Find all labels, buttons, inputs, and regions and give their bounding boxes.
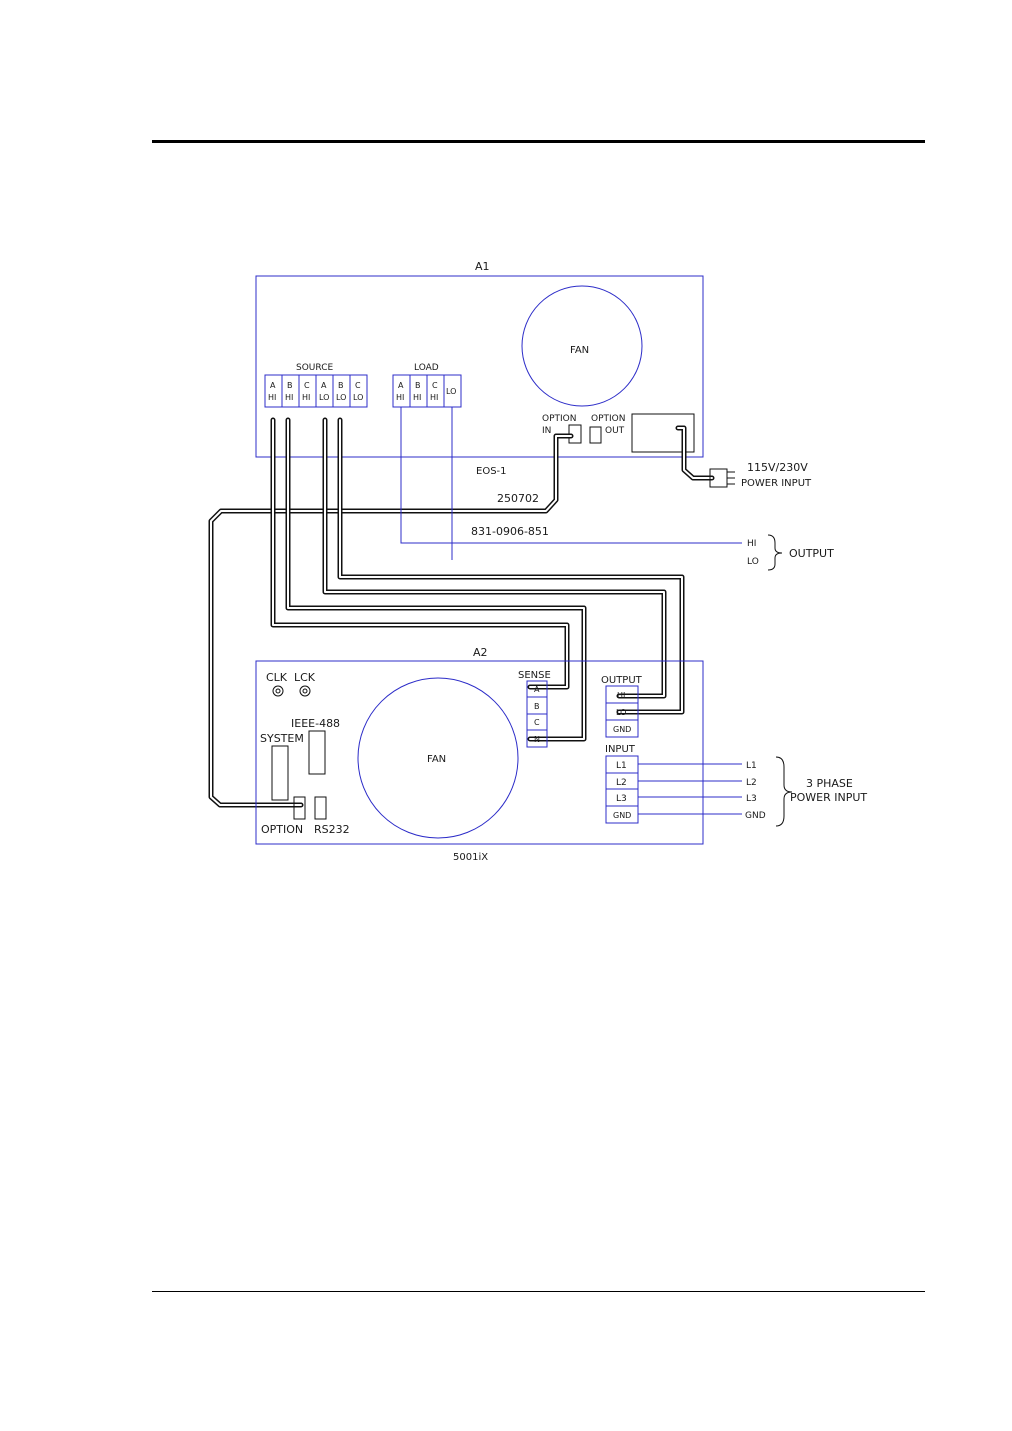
a1-load-term-top: B	[415, 381, 421, 390]
a2-rs232-port	[314, 796, 327, 820]
a2-model: 5001iX	[453, 852, 488, 863]
a2-sense-term: B	[534, 702, 540, 711]
header-rule	[152, 140, 925, 143]
a1-enclosure	[255, 275, 704, 458]
a2-output-term: LO	[616, 708, 626, 717]
output-hi-wire	[400, 407, 742, 544]
a1-id: A1	[475, 260, 490, 273]
a1-load-term-bot: HI	[413, 393, 421, 402]
a2-option-port	[293, 796, 306, 820]
output-lo-label: LO	[747, 557, 759, 567]
a2-sense-block: A B C N	[526, 680, 548, 748]
a2-sense-term: N	[534, 735, 540, 744]
a2-id: A2	[473, 646, 488, 659]
cable-label-250702: 250702	[497, 492, 539, 505]
a2-enclosure	[255, 660, 704, 845]
a1-source-term-top: C	[304, 381, 310, 390]
a1-option-in-label: IN	[542, 426, 551, 436]
cable-label-831: 831-0906-851	[471, 525, 549, 538]
phase-label: 3 PHASE	[806, 777, 853, 790]
line-label: L1	[746, 761, 757, 771]
output-label: OUTPUT	[789, 547, 834, 560]
power-input-label: 115V/230V	[747, 461, 808, 474]
a1-load-term-top: A	[398, 381, 404, 390]
output-brace	[767, 534, 783, 571]
a1-source-term-bot: LO	[353, 393, 363, 402]
source-wires	[270, 417, 685, 742]
a1-source-term-bot: HI	[285, 393, 293, 402]
a2-clk-connector	[272, 685, 284, 697]
a1-power-receptacle	[631, 413, 695, 453]
a1-load-term-bot: LO	[446, 387, 456, 396]
a2-input-term: L2	[616, 778, 627, 788]
a2-system-label: SYSTEM	[260, 732, 304, 745]
a2-output-term: HI	[617, 691, 625, 700]
a1-source-term-bot: HI	[302, 393, 310, 402]
a2-input-block: L1 L2 L3 GND	[605, 755, 639, 824]
a2-output-title: OUTPUT	[601, 675, 643, 686]
a1-source-term-bot: LO	[319, 393, 329, 402]
a1-source-title: SOURCE	[296, 363, 333, 373]
a2-input-term: L1	[616, 761, 627, 771]
a2-clk-label: CLK	[266, 671, 288, 684]
a2-rs232-label: RS232	[314, 823, 350, 836]
a2-output-term: GND	[613, 725, 631, 734]
line-label: GND	[745, 811, 766, 821]
a1-source-term-bot: LO	[336, 393, 346, 402]
a2-input-term: GND	[613, 811, 631, 820]
a1-source-term-top: B	[287, 381, 293, 390]
line-label: L3	[746, 794, 757, 804]
a1-fan	[521, 285, 643, 407]
a1-source-term-top: A	[321, 381, 327, 390]
a2-lck-connector	[299, 685, 311, 697]
a1-option-out-port	[589, 426, 602, 444]
a2-fan-label: FAN	[427, 754, 446, 765]
a2-input-term: L3	[616, 794, 627, 804]
phase-brace	[775, 756, 793, 827]
a1-option-in-label: OPTION	[542, 414, 576, 424]
footer-rule	[152, 1291, 925, 1292]
a2-lck-label: LCK	[294, 671, 316, 684]
a2-output-block: HI LO GND	[605, 685, 639, 738]
a2-option-label: OPTION	[261, 823, 303, 836]
a2-sense-title: SENSE	[518, 670, 551, 681]
a1-source-block: A HI B HI C HI A LO B LO C LO	[264, 374, 368, 408]
phase-label: POWER INPUT	[790, 791, 867, 804]
a1-load-term-bot: HI	[396, 393, 404, 402]
a1-option-out-label: OUT	[605, 426, 625, 436]
a2-ieee-port	[308, 730, 326, 775]
a1-fan-label: FAN	[570, 345, 589, 356]
a1-model: EOS-1	[476, 466, 507, 477]
output-hi-label: HI	[747, 539, 756, 549]
power-plug	[709, 468, 735, 488]
a2-sense-term: C	[534, 718, 540, 727]
three-phase-lines	[638, 763, 742, 815]
a1-source-term-bot: HI	[268, 393, 276, 402]
a1-load-term-bot: HI	[430, 393, 438, 402]
a1-load-block: A HI B HI C HI LO	[392, 374, 462, 408]
line-label: L2	[746, 778, 757, 788]
a2-sense-term: A	[534, 685, 540, 694]
a1-source-term-top: A	[270, 381, 276, 390]
power-input-label: POWER INPUT	[741, 478, 812, 489]
a1-source-term-top: B	[338, 381, 344, 390]
a1-load-title: LOAD	[414, 363, 439, 373]
a1-source-term-top: C	[355, 381, 361, 390]
a1-load-term-top: C	[432, 381, 438, 390]
a2-input-title: INPUT	[605, 744, 636, 755]
a2-ieee-label: IEEE-488	[291, 717, 340, 730]
a2-fan	[357, 677, 519, 839]
a2-system-port	[271, 745, 289, 801]
a1-option-out-label: OPTION	[591, 414, 625, 424]
